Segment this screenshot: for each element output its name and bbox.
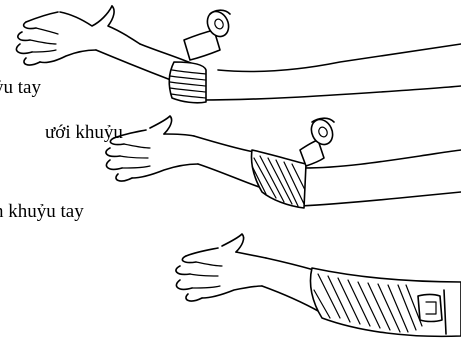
arm-1-illustration	[16, 6, 461, 103]
caption-step-2: ưới khuỷu	[45, 122, 123, 144]
caption-step-1: ỷu tay	[0, 77, 41, 99]
arm-3-illustration	[176, 234, 461, 336]
caption-step-3: n khuỷu tay	[0, 201, 84, 223]
arm-2-illustration	[106, 116, 461, 208]
